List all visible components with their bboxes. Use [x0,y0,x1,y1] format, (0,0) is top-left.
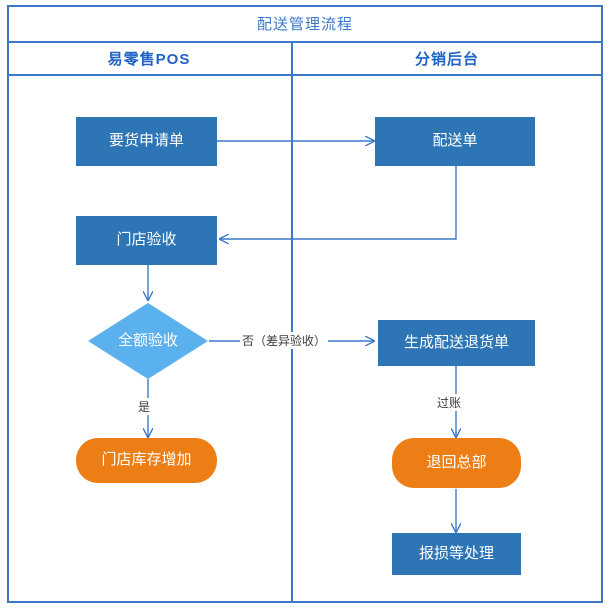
node-label: 要货申请单 [108,132,184,150]
node-return-to-headquarters[interactable]: 退回总部 [392,438,521,488]
node-full-acceptance-decision[interactable]: 全额验收 [88,303,208,379]
edge-label-posting: 过账 [435,394,464,411]
node-label: 生成配送退货单 [403,333,509,351]
diagram-title-row: 配送管理流程 [7,5,603,43]
node-delivery-order[interactable]: 配送单 [375,117,535,166]
lane-header-row: 易零售POS 分销后台 [7,43,603,76]
node-store-acceptance[interactable]: 门店验收 [76,216,217,265]
node-loss-handling[interactable]: 报损等处理 [392,533,521,575]
node-label: 全额验收 [117,331,178,349]
lane-divider [291,43,293,603]
node-label: 配送单 [432,132,478,150]
node-label: 门店验收 [116,231,177,249]
edge-label-no-branch: 否（差异验收） [240,332,329,349]
diagram-title: 配送管理流程 [256,15,353,33]
lane-header-pos: 易零售POS [107,51,191,68]
node-label: 报损等处理 [418,544,494,562]
node-label: 门店库存增加 [101,451,192,469]
node-store-stock-increase[interactable]: 门店库存增加 [76,438,217,483]
node-label: 退回总部 [426,453,487,471]
edge-label-yes-branch: 是 [136,398,153,415]
node-purchase-request[interactable]: 要货申请单 [76,117,217,166]
node-create-return-order[interactable]: 生成配送退货单 [378,320,535,366]
swimlane-frame [7,5,603,603]
lane-header-distro: 分销后台 [414,51,479,68]
